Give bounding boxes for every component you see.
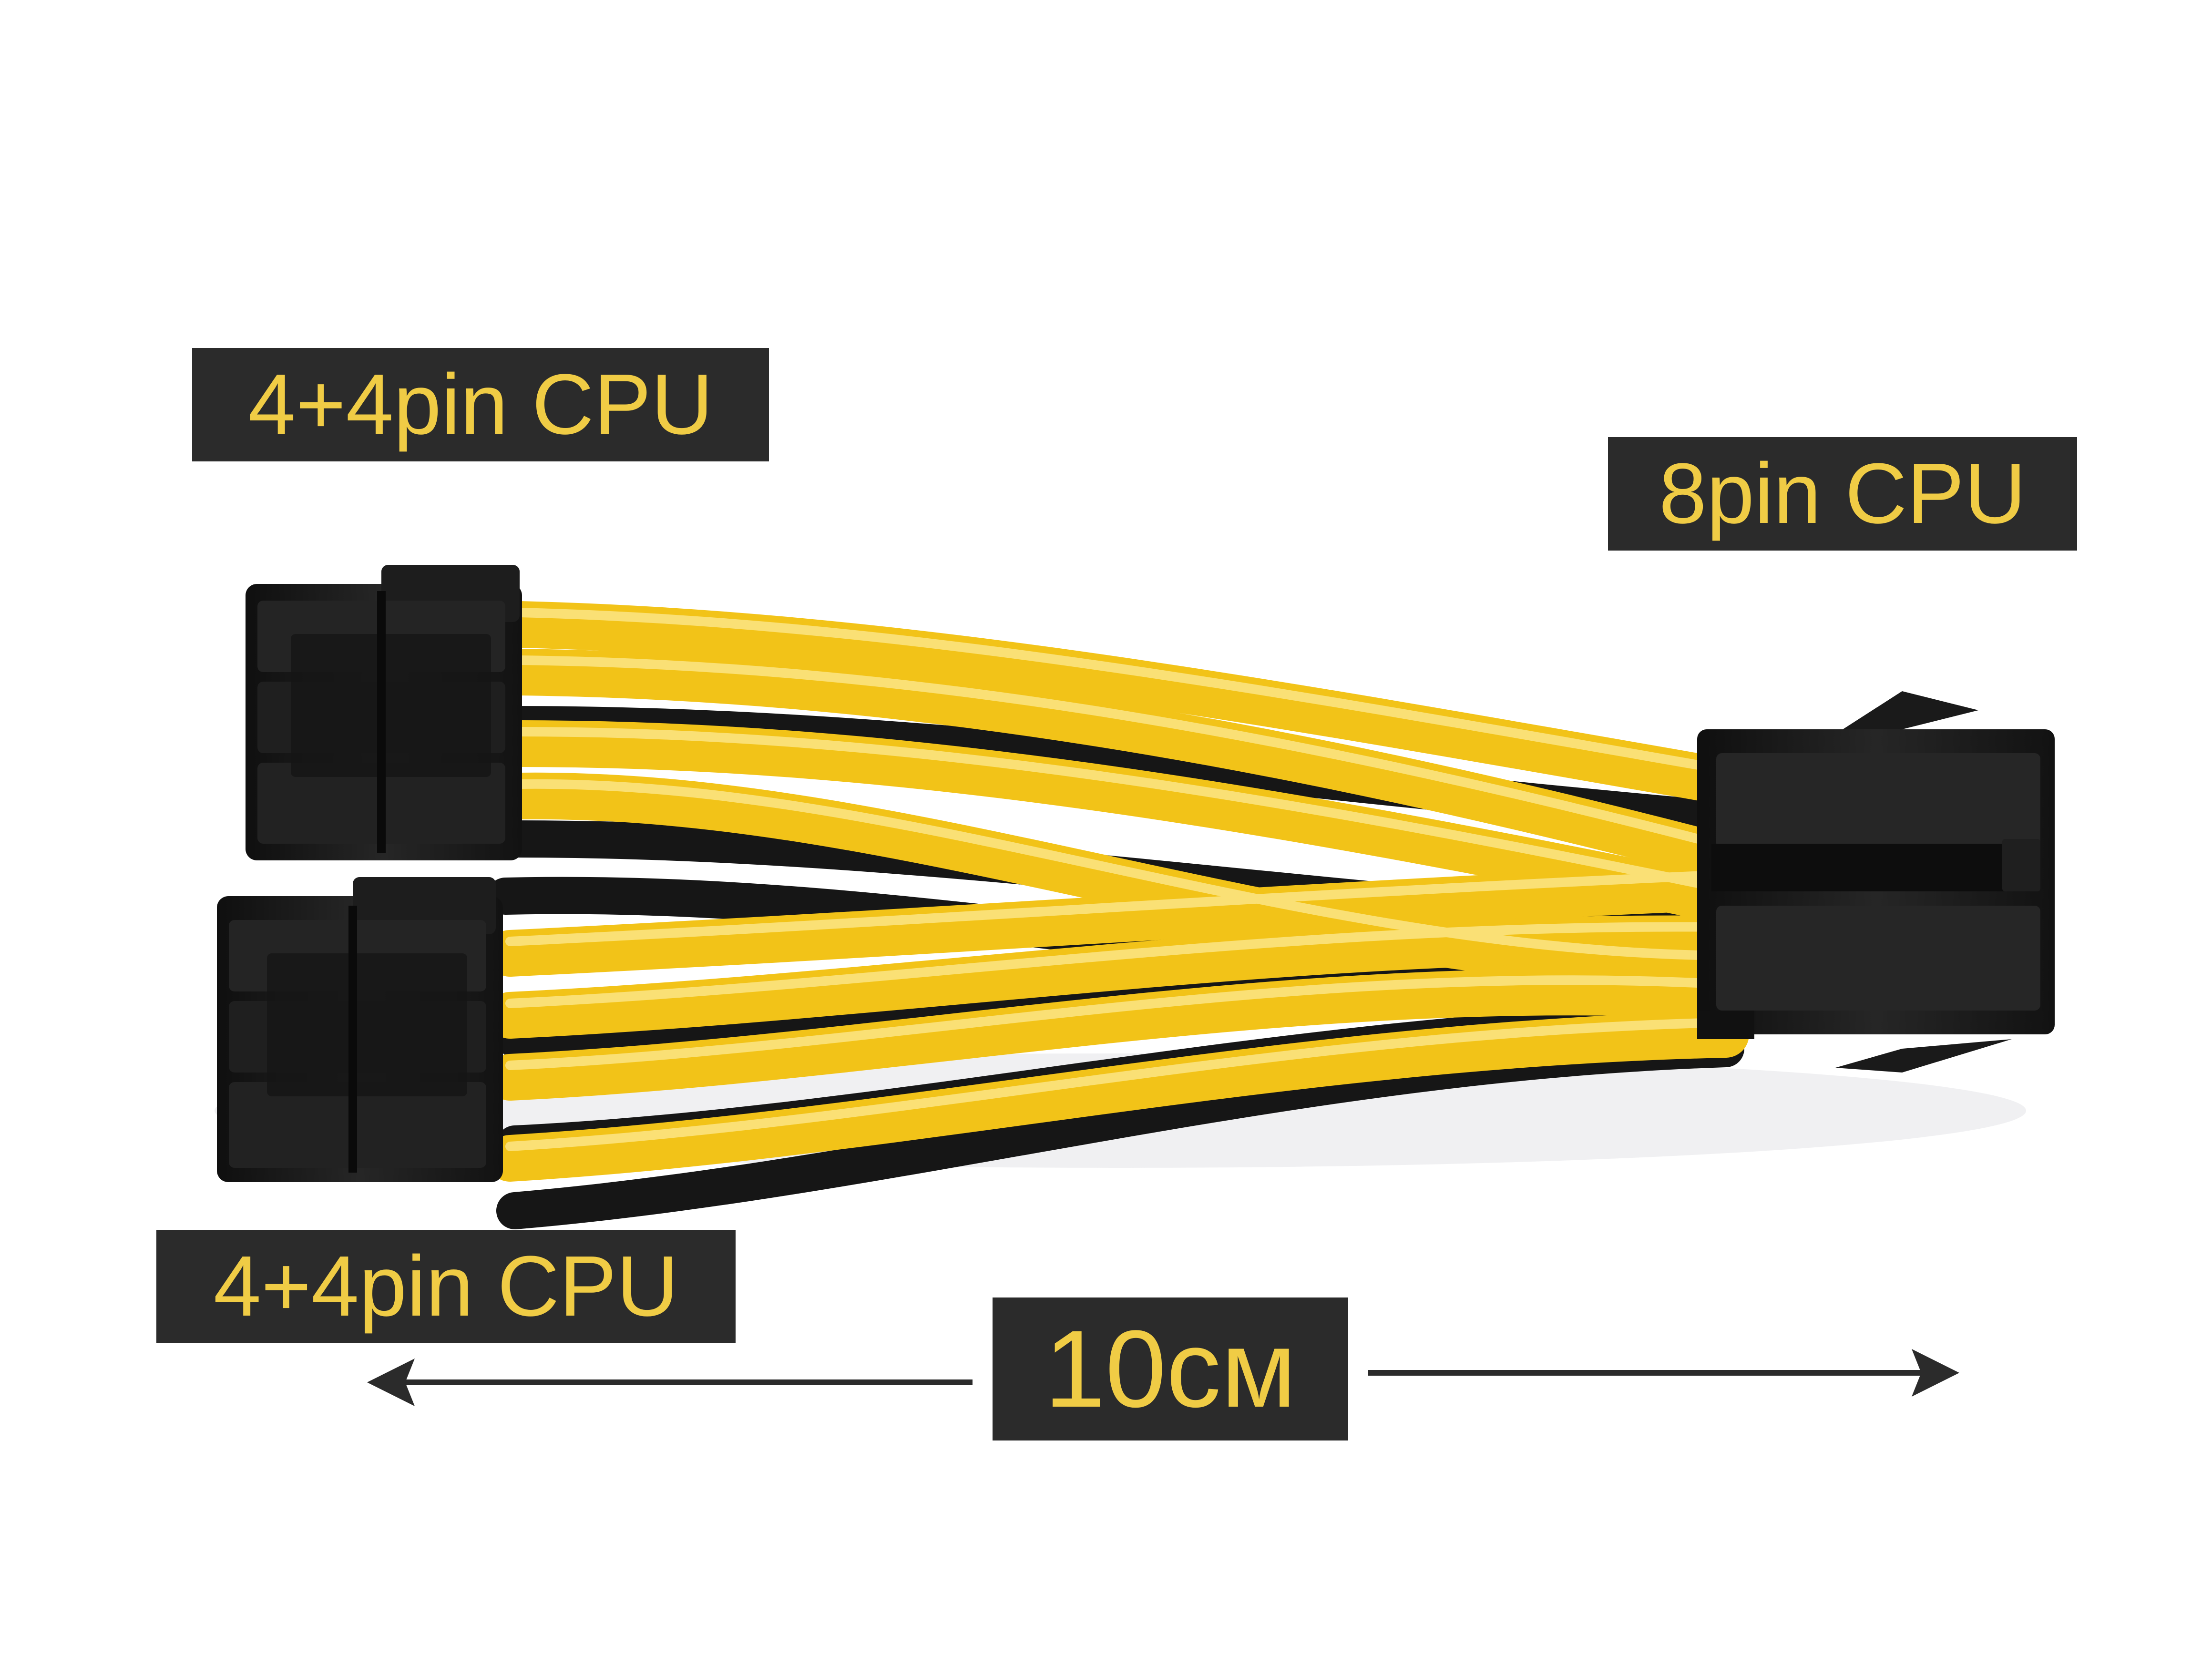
connector-right bbox=[1697, 691, 2055, 1073]
connector-bottom-left bbox=[217, 877, 503, 1182]
label-length: 10см bbox=[993, 1297, 1348, 1440]
connector-top-left bbox=[246, 565, 522, 860]
label-4-4pin-cpu-top: 4+4pin CPU bbox=[192, 348, 769, 461]
yellow-wire-highlights bbox=[505, 608, 1731, 1151]
label-8pin-cpu: 8pin CPU bbox=[1608, 437, 2077, 551]
label-4-4pin-cpu-bottom: 4+4pin CPU bbox=[156, 1230, 736, 1343]
